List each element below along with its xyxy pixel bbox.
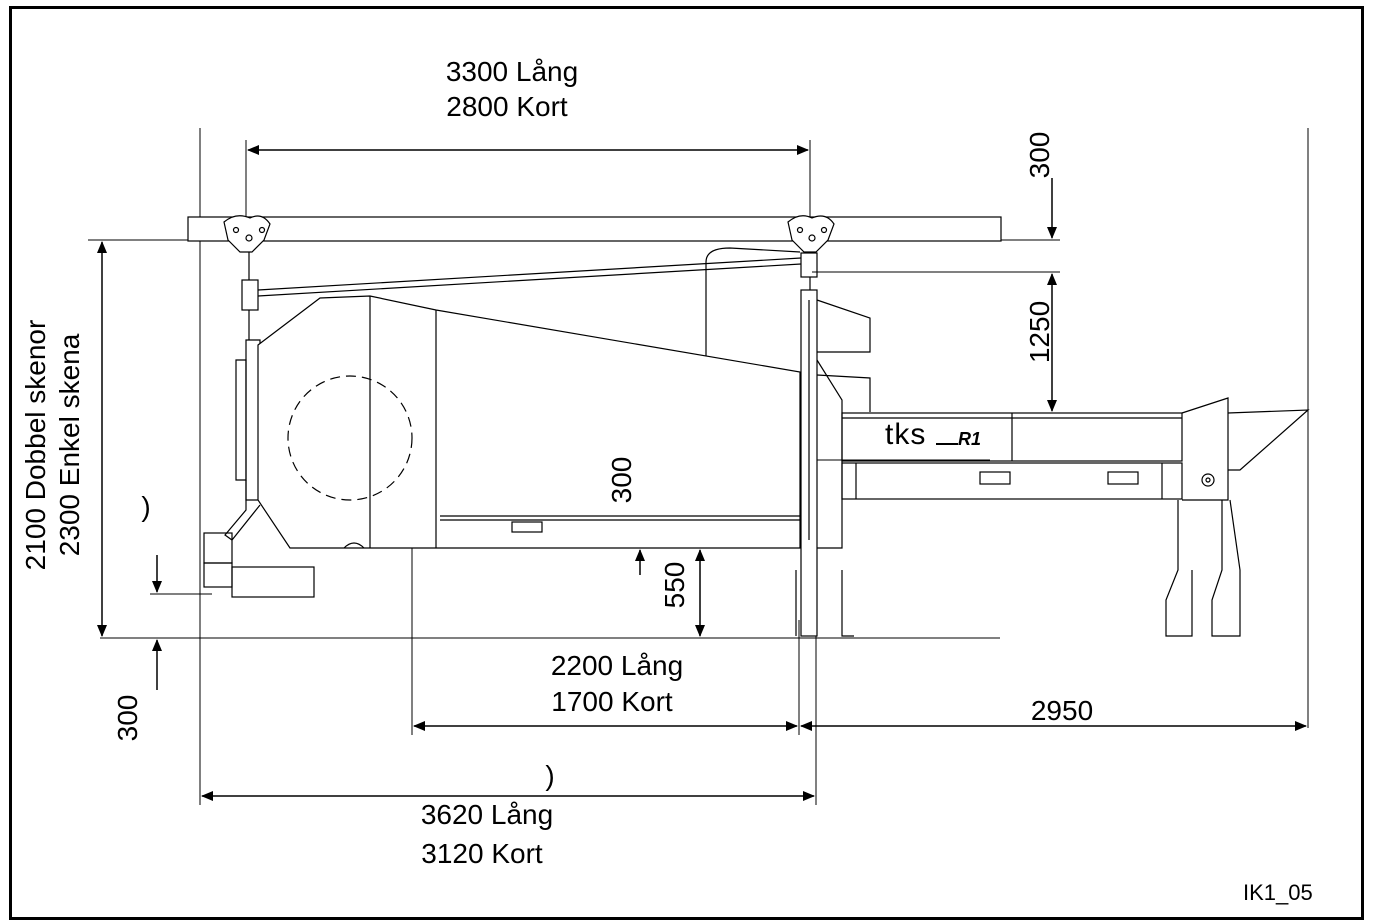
rail-clearance-label: 300 bbox=[1024, 131, 1055, 179]
bottom-span-label-short: 3120 Kort bbox=[421, 838, 543, 869]
drawing-id: IK1_05 bbox=[1243, 880, 1313, 905]
left-height-label-double: 2100 Dobbel skenor bbox=[20, 319, 51, 571]
height-300-mid-label: 300 bbox=[606, 456, 637, 504]
bottom-paren: ) bbox=[545, 760, 555, 791]
brand-underline bbox=[936, 443, 958, 445]
right-span-label: 2950 bbox=[1030, 695, 1094, 726]
extension-lines bbox=[88, 128, 1309, 805]
brand-model: R1 bbox=[958, 429, 982, 449]
machine-outline bbox=[187, 215, 1310, 637]
bottom-span-label-long: 3620 Lång bbox=[420, 799, 554, 830]
left-paren: ) bbox=[141, 491, 151, 522]
top-span-label-short: 2800 Kort bbox=[446, 91, 568, 122]
left-300-label: 300 bbox=[112, 694, 143, 742]
height-550-label: 550 bbox=[659, 561, 690, 609]
dimension-lines bbox=[97, 145, 1307, 801]
mid-span-label-short: 1700 Kort bbox=[551, 686, 673, 717]
top-span-label-long: 3300 Lång bbox=[445, 56, 579, 87]
height-1250-label: 1250 bbox=[1024, 300, 1055, 364]
left-height-label-single: 2300 Enkel skena bbox=[54, 333, 85, 557]
drawing-frame bbox=[9, 6, 1364, 920]
brand-logo: tks bbox=[885, 418, 927, 451]
mid-span-label-long: 2200 Lång bbox=[550, 650, 684, 681]
